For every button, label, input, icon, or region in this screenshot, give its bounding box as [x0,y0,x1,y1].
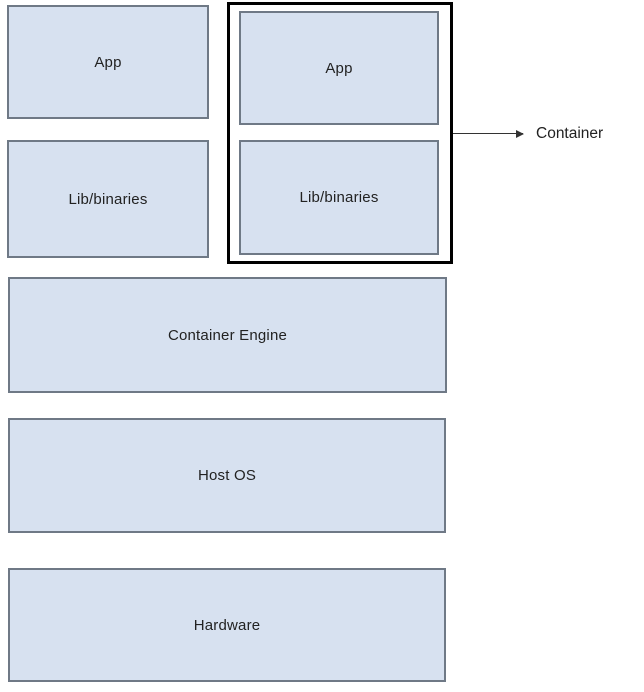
box-lib-binaries-left: Lib/binaries [7,140,209,258]
box-app-left: App [7,5,209,119]
box-lib-binaries-right-label: Lib/binaries [299,189,379,206]
container-annotation-label: Container [536,125,604,142]
container-arrow [453,129,524,138]
box-app-left-label: App [94,53,122,71]
layer-container-engine-label: Container Engine [167,326,288,344]
box-lib-binaries-left-label: Lib/binaries [68,190,148,208]
box-app-right-label: App [325,59,353,77]
layer-container-engine: Container Engine [8,277,447,393]
layer-host-os-label: Host OS [197,467,257,484]
layer-hardware: Hardware [8,568,446,682]
container-group-outline: App Lib/binaries [227,2,453,264]
container-arrowhead-icon [516,129,524,138]
layer-hardware-label: Hardware [193,616,261,634]
box-lib-binaries-right: Lib/binaries [239,140,439,255]
layer-host-os: Host OS [8,418,446,533]
box-app-right: App [239,11,439,125]
